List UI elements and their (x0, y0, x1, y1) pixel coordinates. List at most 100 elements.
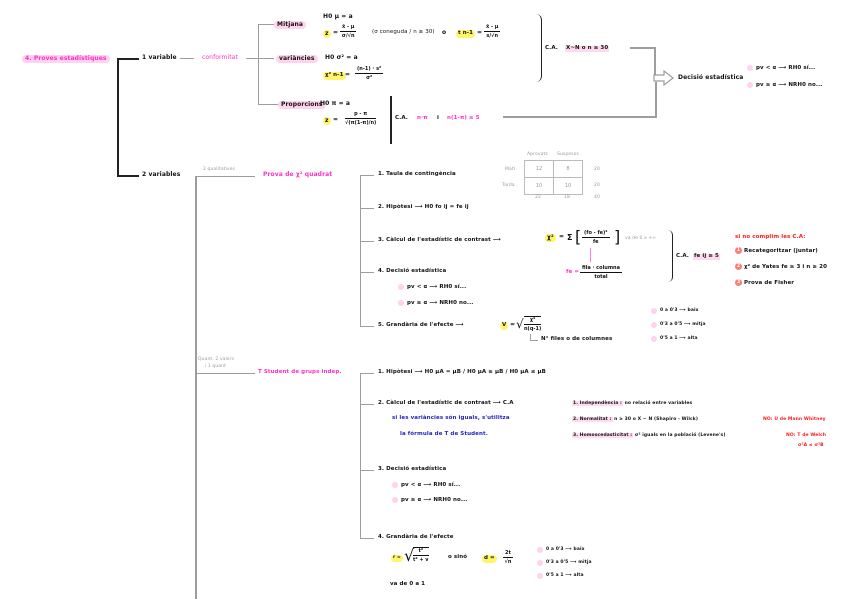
bullet (747, 65, 753, 71)
effect-range: va de 0 a 1 (390, 581, 426, 587)
ca-and: i (437, 115, 439, 121)
numerator: x̄ - μ (484, 24, 501, 32)
ca-item-text: n ≥ 30 o X ~ N (Shapiro - Wilck) (614, 417, 699, 422)
equals: = (345, 71, 351, 78)
connector (195, 176, 255, 177)
connector (630, 47, 655, 49)
z-stat-label: z (323, 30, 331, 38)
effect-scale-low: 0 a 0'3 ⟶ baix (660, 308, 699, 313)
denominator: t² + v (413, 557, 429, 563)
decision-rule-reject: pv < α ⟶ RH0 sí... (401, 482, 461, 488)
denominator: σ/√n (341, 33, 355, 39)
not-met-text: Recategoritzar (juntar) (744, 248, 818, 254)
d-label: d = (482, 555, 497, 563)
connector (360, 470, 374, 471)
chi-step-2: 2. Hipòtesi ⟶ H0 fo ij = fe ij (378, 204, 469, 210)
ca-item-text: no relació entre variables (624, 401, 693, 406)
z-condition-note: (σ coneguda / n ≥ 30) (372, 29, 435, 35)
bullet (651, 322, 657, 328)
decision-rule-accept: pv ≥ α ⟶ NRH0 no... (407, 300, 474, 306)
ca-homoscedasticity: 3. Homoscedasticitat : σ² iguals en la p… (572, 433, 726, 439)
ca-label: C.A. (395, 115, 408, 121)
equals: = (559, 233, 565, 240)
chi-range: va de 0 a +∞ (625, 236, 657, 241)
topic-chi-square: Prova de χ² quadrat (263, 171, 333, 178)
equals: = (333, 29, 339, 36)
branch-quant-label: i 1 quant (205, 364, 226, 369)
connector (360, 208, 374, 209)
bullet (537, 560, 543, 566)
connector (246, 58, 274, 59)
root-bracket-bottom (117, 175, 139, 177)
ca-alt-welch-cond: σ²A ≠ σ²B (798, 443, 824, 448)
chi-step-3: 3. Càlcul de l'estadístic de contrast ⟶ (378, 237, 501, 243)
table-cell: 8 (553, 160, 583, 178)
numerator: 2t (503, 550, 513, 558)
numerator: fila · columna (580, 265, 622, 273)
t-stat-label: t n-1 (456, 30, 476, 38)
branch-one-variable: 1 variable (142, 54, 177, 61)
denominator: n(q-1) (524, 326, 542, 332)
brace (535, 14, 542, 82)
brace (668, 230, 673, 282)
chi-step-1: 1. Taula de contingència (378, 171, 456, 177)
row-header: Tarda (502, 183, 515, 188)
branch-type-conformitat: conformitat (202, 54, 238, 61)
ca-condition: fe ij ≥ 5 (693, 253, 720, 260)
root-topic: 4. Proves estadístiques (22, 55, 110, 63)
topic-variances: variàncies (276, 55, 318, 63)
numerator: (n-1) · s² (355, 66, 384, 74)
denominator: total (594, 274, 608, 280)
ca-normality: 2. Normalitat : n ≥ 30 o X ~ N (Shapiro … (572, 417, 699, 423)
connector (360, 538, 374, 539)
connector (360, 272, 374, 273)
connector (360, 175, 374, 176)
connector (503, 116, 657, 118)
ca-label: C.A. (545, 45, 558, 51)
or-text: o (442, 29, 447, 36)
branch-2-qualitatives: 2 qualitatives (203, 167, 235, 172)
bullet (537, 573, 543, 579)
t-note-2: la fórmula de T de Student. (400, 431, 488, 437)
bracket-open: [ (575, 227, 582, 246)
bullet (392, 497, 398, 503)
col-total: 18 (564, 195, 570, 200)
ca-item-text: σ² iguals en la població (Levene's) (634, 433, 726, 438)
effect-scale-low: 0 a 0'3 ⟶ baix (546, 547, 585, 552)
root-bracket-top (117, 58, 139, 60)
effect-scale-high: 0'5 a 1 ⟶ alta (660, 336, 698, 341)
topic-mitjana: Mitjana (274, 21, 307, 29)
t-step-3: 3. Decisió estadística (378, 466, 447, 472)
effect-scale-high: 0'5 a 1 ⟶ alta (546, 573, 584, 578)
h0-variances: H0 σ² = a (325, 54, 358, 61)
connector (655, 82, 657, 117)
effect-scale-mid: 0'3 a 0'5 ⟶ mitja (660, 322, 706, 327)
decision-rule-reject: pv < α ⟶ RH0 sí... (756, 65, 816, 71)
branch-quant-label: Quant. 2 valors (198, 357, 235, 362)
h0-proporcions: H0 π = a (320, 100, 351, 107)
ca-label: C.A. (676, 253, 689, 259)
not-met-title: si no complim les C.A: (735, 234, 806, 240)
topic-t-student: T Student de grups indep. (258, 369, 342, 375)
grand-total: 40 (594, 195, 600, 200)
numerator: x̄ - μ (340, 24, 357, 32)
t-step-4: 4. Grandària de l'efecte (378, 534, 454, 540)
connector (180, 58, 194, 59)
bullet (747, 82, 753, 88)
connector (195, 373, 255, 374)
connector (360, 404, 374, 405)
decision-rule-reject: pv < α ⟶ RH0 sí... (407, 284, 467, 290)
steps-bracket-line (360, 373, 361, 539)
bullet (398, 284, 404, 290)
equals: = (477, 29, 483, 36)
t-note-1: si les variàncies són iguals, s'utilitza (392, 415, 510, 421)
sqrt-symbol: √ (404, 546, 415, 565)
col-total: 22 (535, 195, 541, 200)
